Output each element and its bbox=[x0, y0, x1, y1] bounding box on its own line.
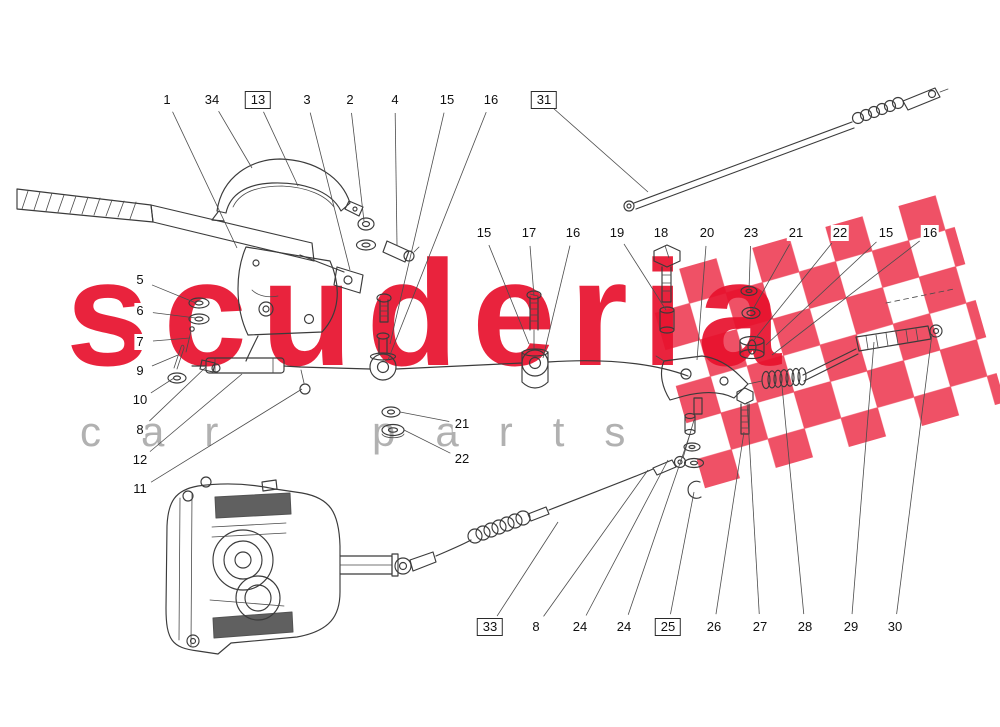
callout-31: 31 bbox=[530, 91, 558, 109]
callout-13: 13 bbox=[244, 91, 272, 109]
callout-33: 33 bbox=[476, 618, 504, 636]
callout-6: 6 bbox=[134, 303, 146, 319]
leader-line-4 bbox=[394, 112, 398, 246]
callout-21: 21 bbox=[786, 225, 806, 241]
callout-8: 8 bbox=[530, 619, 542, 635]
leader-line-12 bbox=[149, 373, 243, 452]
callout-34: 34 bbox=[202, 92, 222, 108]
callout-22: 22 bbox=[830, 225, 850, 241]
leader-line-1 bbox=[172, 111, 238, 249]
leader-line-25 bbox=[670, 491, 695, 615]
callout-18: 18 bbox=[651, 225, 671, 241]
leader-line-2 bbox=[351, 112, 365, 222]
callout-19: 19 bbox=[607, 225, 627, 241]
callout-16: 16 bbox=[920, 225, 940, 241]
callout-27: 27 bbox=[750, 619, 770, 635]
callout-29: 29 bbox=[841, 619, 861, 635]
mid-cable-pulley bbox=[521, 290, 549, 389]
leader-line-6 bbox=[152, 312, 197, 319]
leader-line-3 bbox=[309, 112, 351, 271]
leader-line-17 bbox=[529, 245, 535, 297]
callout-23: 23 bbox=[741, 225, 761, 241]
callout-8: 8 bbox=[134, 422, 146, 438]
callout-10: 10 bbox=[130, 392, 150, 408]
front-cable-pulley bbox=[369, 332, 397, 381]
leader-line-33 bbox=[496, 521, 559, 617]
callout-16: 16 bbox=[481, 92, 501, 108]
left-fasteners bbox=[167, 297, 221, 384]
callout-11: 11 bbox=[131, 481, 149, 497]
callout-1: 1 bbox=[161, 92, 173, 108]
callout-15: 15 bbox=[474, 225, 494, 241]
callout-16: 16 bbox=[563, 225, 583, 241]
callout-22: 22 bbox=[452, 451, 472, 467]
leader-line-16 bbox=[542, 245, 571, 359]
leader-line-21 bbox=[399, 411, 450, 422]
leader-line-22 bbox=[403, 429, 451, 454]
callout-21: 21 bbox=[452, 416, 472, 432]
leader-line-7 bbox=[152, 337, 191, 342]
leader-line-9 bbox=[151, 354, 179, 367]
handbrake-lever bbox=[16, 188, 345, 336]
leader-line-34 bbox=[218, 111, 253, 169]
leader-line-11 bbox=[150, 388, 303, 483]
leader-line-31 bbox=[553, 108, 649, 193]
leader-line-13 bbox=[263, 111, 299, 187]
callout-25: 25 bbox=[654, 618, 682, 636]
leader-line-15 bbox=[389, 112, 445, 345]
callout-2: 2 bbox=[344, 92, 356, 108]
brake-caliper bbox=[165, 476, 399, 655]
leader-line-16 bbox=[387, 111, 487, 361]
lever-cover-plate bbox=[211, 158, 364, 222]
leader-line-10 bbox=[150, 377, 175, 394]
callout-3: 3 bbox=[301, 92, 313, 108]
callout-17: 17 bbox=[519, 225, 539, 241]
callout-24: 24 bbox=[570, 619, 590, 635]
lever-pivot-hardware bbox=[333, 217, 420, 323]
leader-line-5 bbox=[151, 284, 197, 304]
callout-12: 12 bbox=[130, 452, 150, 468]
callout-24: 24 bbox=[614, 619, 634, 635]
callout-4: 4 bbox=[389, 92, 401, 108]
leader-line-15 bbox=[488, 244, 530, 345]
leader-line-8 bbox=[149, 366, 207, 422]
cable-adjuster bbox=[191, 357, 311, 395]
callout-15: 15 bbox=[876, 225, 896, 241]
callout-15: 15 bbox=[437, 92, 457, 108]
leader-line-8 bbox=[543, 469, 649, 617]
callout-5: 5 bbox=[134, 272, 146, 288]
callout-7: 7 bbox=[134, 334, 146, 350]
callout-28: 28 bbox=[795, 619, 815, 635]
callout-20: 20 bbox=[697, 225, 717, 241]
callout-30: 30 bbox=[885, 619, 905, 635]
leader-lines bbox=[149, 108, 933, 617]
callout-26: 26 bbox=[704, 619, 724, 635]
callout-9: 9 bbox=[134, 363, 146, 379]
